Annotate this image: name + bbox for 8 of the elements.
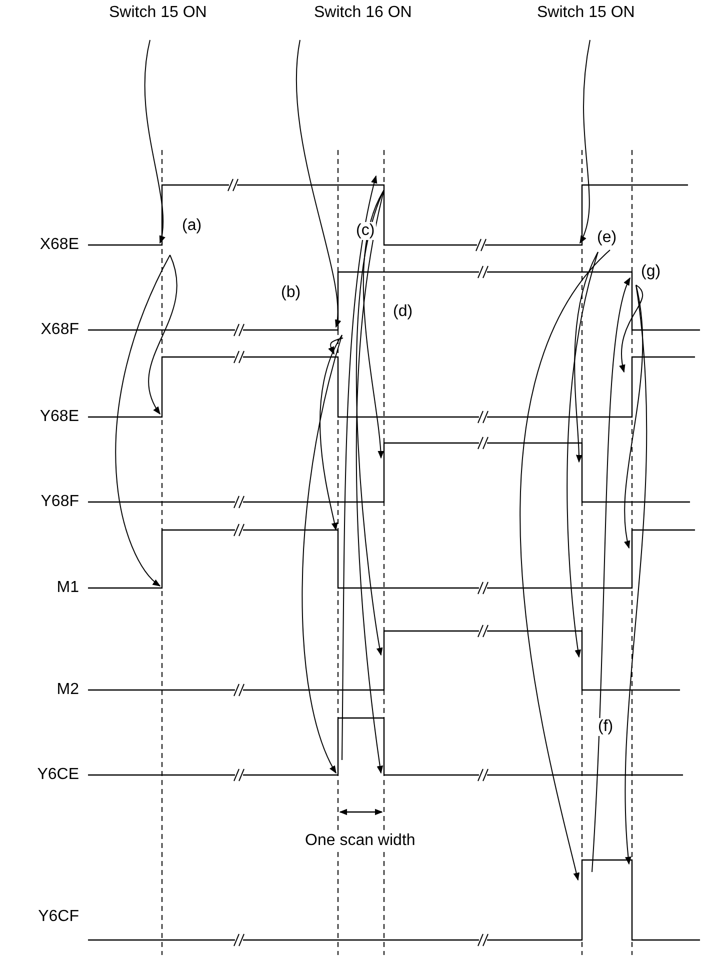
callout-label: (e) [596,229,618,247]
callout-label: (d) [392,303,414,321]
dimension-label: One scan width [304,832,416,850]
callout-label: (b) [280,284,302,302]
callout-label: (g) [640,263,662,281]
callout-label: (f) [597,718,614,736]
callout-label: (c) [355,222,376,240]
callout-label: (a) [181,217,203,235]
